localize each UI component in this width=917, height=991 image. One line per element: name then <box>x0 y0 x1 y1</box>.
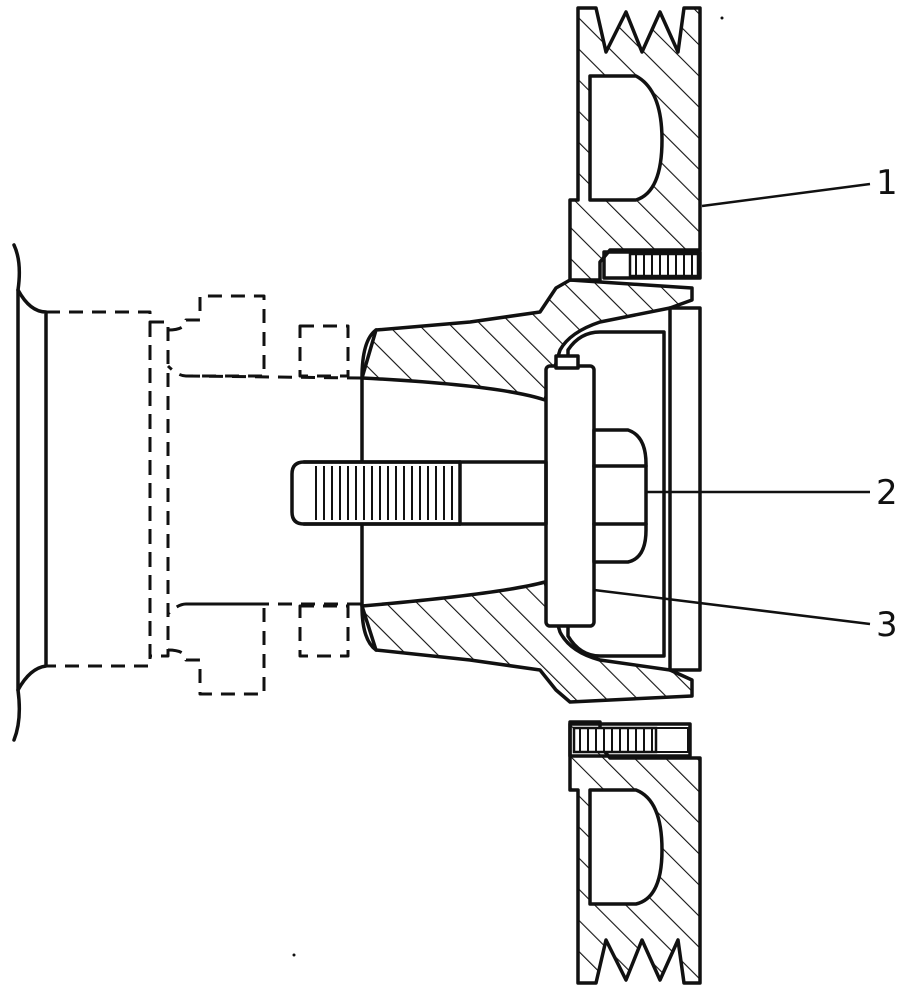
pulley-bolt-bottom <box>568 722 692 758</box>
shaft-phantom-outline <box>12 243 363 742</box>
callout-2: 2 <box>876 473 898 513</box>
leader-line-3 <box>593 588 871 626</box>
leader-line-1 <box>701 182 871 208</box>
scan-speck <box>720 16 724 20</box>
hub-section <box>360 278 694 704</box>
washer <box>544 354 596 628</box>
hex-nut <box>592 428 648 564</box>
scan-speck <box>292 953 296 957</box>
pulley-bolt-top <box>602 250 702 280</box>
callout-3: 3 <box>876 605 898 645</box>
leader-lines <box>593 182 871 626</box>
pulley-body <box>568 6 702 985</box>
callout-1: 1 <box>876 163 898 203</box>
crankshaft-bolt <box>290 460 548 526</box>
